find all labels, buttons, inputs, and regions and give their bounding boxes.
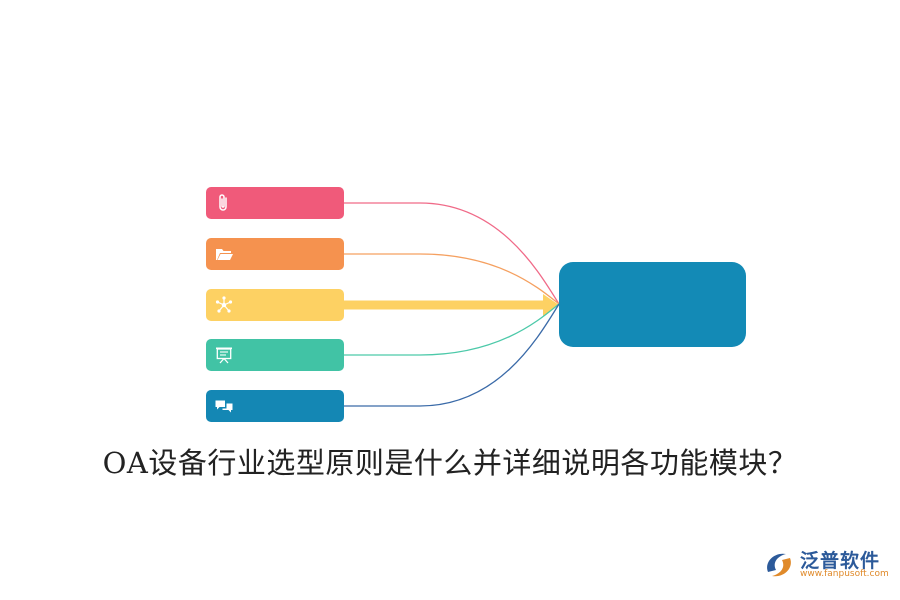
central-target-box [559,262,746,347]
connector-line [344,303,560,356]
folder-icon [216,249,233,260]
brand-logo: 泛普软件 www.fanpusoft.com [762,546,892,586]
logo-url: www.fanpusoft.com [800,569,889,579]
branch-node-presentation [206,339,344,371]
highlight-arrowhead [543,294,559,316]
connector-line [344,303,560,407]
logo-name: 泛普软件 [800,550,881,572]
branch-node-network [206,289,344,321]
connector-line [344,253,560,305]
branch-node-folder [206,238,344,270]
logo-mark-icon [767,553,791,577]
connector-line [344,202,560,305]
paperclip-icon [219,194,227,211]
network-icon [215,296,233,313]
chat-icon [215,400,233,413]
presentation-icon [216,347,232,364]
branch-node-attachment [206,187,344,219]
branch-node-chat [206,390,344,422]
page-title: OA设备行业选型原则是什么并详细说明各功能模块？ [102,446,798,480]
